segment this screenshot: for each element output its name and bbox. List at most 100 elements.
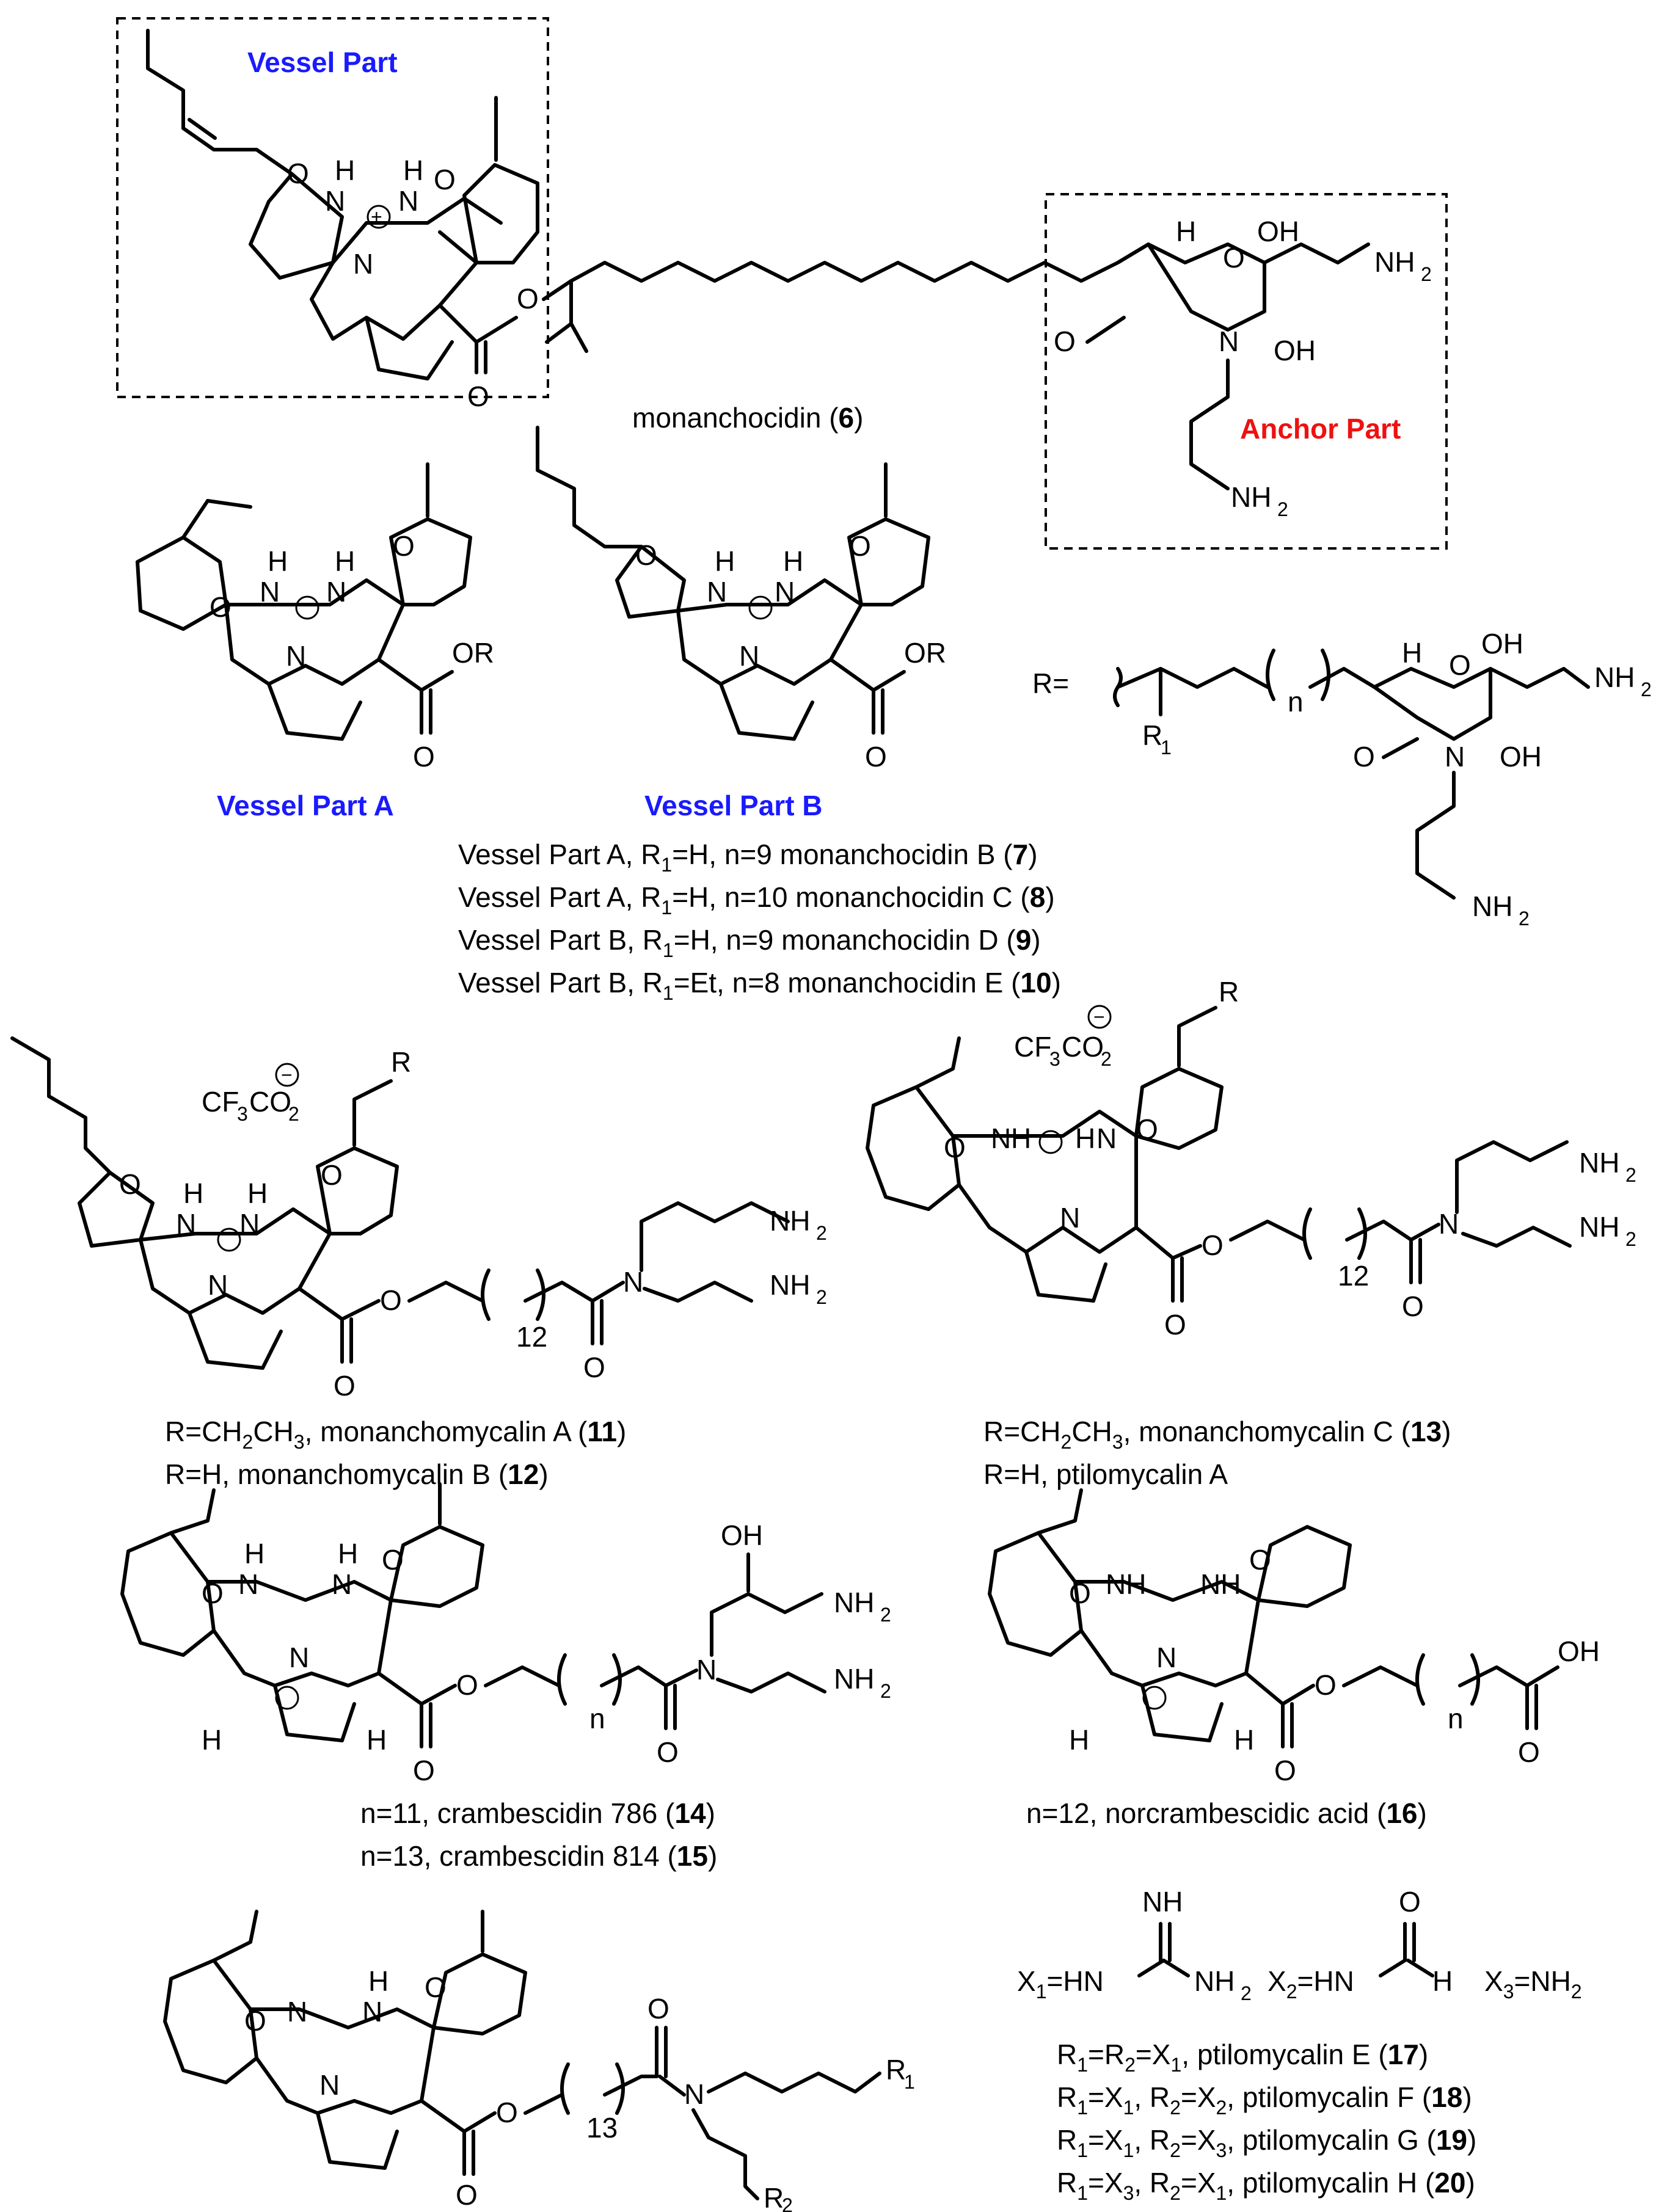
svg-text:O: O bbox=[1223, 242, 1245, 274]
svg-text:O: O bbox=[425, 1971, 447, 2003]
svg-text:H: H bbox=[335, 545, 355, 577]
svg-text:H: H bbox=[1069, 1724, 1089, 1756]
monanchomycalin-ab-caption: R=H, monanchomycalin B (12) bbox=[165, 1458, 549, 1490]
svg-text:N: N bbox=[239, 1208, 260, 1240]
svg-text:O: O bbox=[1054, 326, 1076, 357]
svg-text:O: O bbox=[321, 1159, 343, 1191]
svg-text:2: 2 bbox=[782, 2194, 793, 2212]
svg-text:N: N bbox=[1219, 326, 1239, 357]
svg-text:N: N bbox=[332, 1568, 352, 1600]
svg-text:OR: OR bbox=[452, 637, 494, 669]
svg-text:−: − bbox=[281, 1064, 293, 1086]
svg-text:N: N bbox=[1445, 741, 1465, 773]
svg-text:2: 2 bbox=[1641, 679, 1652, 700]
svg-text:O: O bbox=[334, 1370, 356, 1402]
svg-text:2: 2 bbox=[288, 1103, 299, 1125]
svg-text:O: O bbox=[1202, 1229, 1224, 1261]
svg-text:H: H bbox=[1075, 1122, 1095, 1154]
ptilomycalin-row: R1=X1, R2=X2, ptilomycalin F (18) bbox=[1057, 2081, 1472, 2119]
svg-text:H: H bbox=[338, 1538, 358, 1570]
svg-text:2: 2 bbox=[816, 1222, 827, 1244]
ptilomycalin-row: R1=X3, R2=X1, ptilomycalin H (20) bbox=[1057, 2167, 1475, 2204]
svg-text:H: H bbox=[1432, 1965, 1453, 1997]
svg-text:N: N bbox=[289, 1642, 309, 1673]
svg-text:OH: OH bbox=[1500, 741, 1542, 773]
svg-text:N: N bbox=[1096, 1122, 1117, 1154]
svg-text:12: 12 bbox=[516, 1321, 547, 1353]
svg-text:O: O bbox=[583, 1352, 605, 1383]
vessel-part-b-structure: O H N H N N O O OR bbox=[536, 426, 946, 773]
svg-text:H: H bbox=[367, 1724, 387, 1756]
svg-text:H: H bbox=[1011, 1122, 1031, 1154]
svg-text:O: O bbox=[456, 2179, 478, 2211]
svg-text:2: 2 bbox=[1625, 1228, 1636, 1250]
svg-text:O: O bbox=[380, 1284, 402, 1316]
norcrambescidic-acid-caption: n=12, norcrambescidic acid (16) bbox=[1026, 1797, 1427, 1829]
crambescidin-caption: n=11, crambescidin 786 (14) bbox=[360, 1797, 715, 1829]
svg-text:N: N bbox=[1156, 1642, 1176, 1673]
svg-text:OR: OR bbox=[904, 637, 946, 669]
svg-text:NH: NH bbox=[1579, 1211, 1619, 1243]
crambescidin-caption: n=13, crambescidin 814 (15) bbox=[360, 1840, 717, 1872]
svg-text:O: O bbox=[1399, 1886, 1421, 1918]
svg-text:CO: CO bbox=[1062, 1031, 1104, 1063]
svg-text:NH: NH bbox=[770, 1269, 810, 1301]
svg-text:N: N bbox=[238, 1568, 258, 1600]
svg-text:O: O bbox=[1136, 1113, 1158, 1145]
svg-text:R: R bbox=[886, 2054, 906, 2086]
ptilomycalin-captions: R1=R2=X1, ptilomycalin E (17) R1=X1, R2=… bbox=[1057, 2039, 1476, 2204]
svg-text:H: H bbox=[244, 1538, 264, 1570]
svg-text:NH: NH bbox=[1579, 1147, 1619, 1179]
svg-text:O: O bbox=[1518, 1736, 1540, 1768]
svg-text:3: 3 bbox=[237, 1103, 248, 1125]
svg-text:CF: CF bbox=[1014, 1031, 1051, 1063]
svg-text:R: R bbox=[391, 1046, 411, 1078]
svg-text:O: O bbox=[119, 1168, 141, 1200]
svg-text:OH: OH bbox=[721, 1519, 763, 1551]
svg-text:H: H bbox=[1176, 216, 1196, 247]
svg-text:H: H bbox=[1402, 637, 1422, 669]
svg-text:n: n bbox=[1448, 1703, 1464, 1734]
svg-text:O: O bbox=[635, 539, 657, 571]
svg-text:O: O bbox=[1164, 1309, 1186, 1341]
svg-text:n: n bbox=[1288, 686, 1304, 718]
svg-text:N: N bbox=[991, 1122, 1011, 1154]
vessel-part-a-structure: O H N H N N O O OR bbox=[136, 462, 494, 773]
svg-text:N: N bbox=[326, 576, 346, 608]
monanchomycalin-c-caption: R=CH2CH3, monanchomycalin C (13) bbox=[983, 1416, 1451, 1453]
svg-text:N: N bbox=[775, 576, 795, 608]
svg-text:OH: OH bbox=[1274, 335, 1316, 366]
svg-text:X3=NH2: X3=NH2 bbox=[1484, 1965, 1582, 2003]
svg-text:O: O bbox=[1402, 1290, 1424, 1322]
svg-text:O: O bbox=[382, 1544, 404, 1576]
svg-text:12: 12 bbox=[1338, 1260, 1369, 1292]
svg-text:N: N bbox=[362, 1996, 382, 2028]
svg-text:O: O bbox=[865, 741, 887, 773]
svg-text:NH: NH bbox=[1106, 1568, 1146, 1600]
svg-text:2: 2 bbox=[880, 1604, 891, 1626]
vessel-table-row: Vessel Part A, R1=H, n=9 monanchocidin B… bbox=[458, 839, 1038, 876]
svg-text:2: 2 bbox=[1241, 1982, 1252, 2004]
svg-text:NH: NH bbox=[834, 1587, 874, 1618]
svg-text:NH: NH bbox=[1472, 890, 1512, 922]
svg-text:O: O bbox=[1315, 1669, 1337, 1701]
svg-text:NH: NH bbox=[1142, 1886, 1183, 1918]
svg-text:2: 2 bbox=[1421, 263, 1432, 285]
svg-text:H: H bbox=[247, 1177, 268, 1209]
ptilomycalin-row: R1=X1, R2=X3, ptilomycalin G (19) bbox=[1057, 2124, 1476, 2161]
svg-text:O: O bbox=[1274, 1755, 1296, 1786]
svg-text:2: 2 bbox=[1101, 1048, 1112, 1070]
svg-text:O: O bbox=[849, 530, 871, 562]
svg-text:N: N bbox=[398, 185, 418, 217]
svg-text:2: 2 bbox=[880, 1680, 891, 1702]
svg-text:CF: CF bbox=[202, 1086, 239, 1118]
svg-text:O: O bbox=[1449, 649, 1471, 681]
svg-text:R: R bbox=[764, 2182, 784, 2212]
svg-text:N: N bbox=[696, 1654, 717, 1686]
svg-text:OH: OH bbox=[1558, 1635, 1600, 1667]
svg-text:H: H bbox=[403, 155, 423, 186]
svg-text:O: O bbox=[496, 2097, 518, 2128]
svg-text:N: N bbox=[287, 1996, 307, 2028]
svg-text:O: O bbox=[393, 530, 415, 562]
ptilomycalin-row: R1=R2=X1, ptilomycalin E (17) bbox=[1057, 2039, 1428, 2076]
